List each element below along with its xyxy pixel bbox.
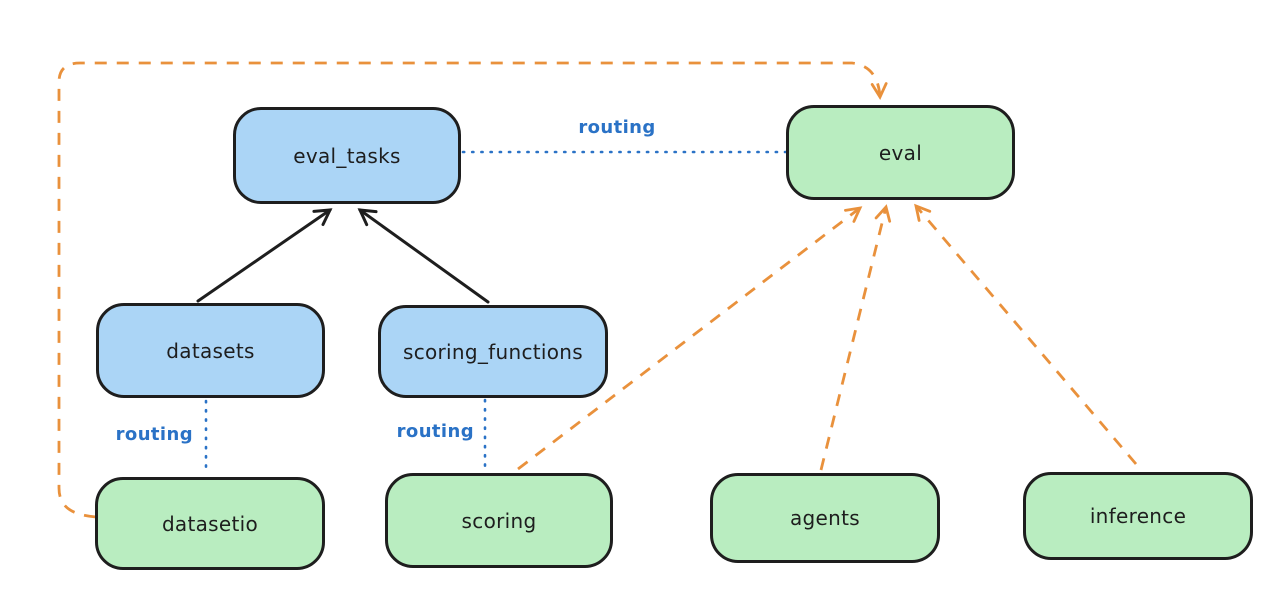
node-agents-label: agents	[790, 506, 860, 530]
edge-inference-eval-arrow	[914, 203, 1138, 465]
node-datasets-label: datasets	[166, 338, 255, 363]
node-scoring-functions: scoring_functions	[378, 305, 608, 398]
node-datasetio-label: datasetio	[161, 511, 259, 536]
node-scoring: scoring	[385, 473, 613, 568]
node-agents: agents	[710, 473, 940, 563]
node-eval-tasks-label: eval_tasks	[293, 143, 401, 168]
node-inference-label: inference	[1089, 504, 1187, 528]
node-eval-label: eval	[878, 140, 923, 165]
edge-datasetio-eval-arrow	[57, 61, 888, 519]
edge-scoringfunctions-evaltasks-arrow	[360, 210, 490, 304]
routing-label-top: routing	[578, 117, 656, 138]
node-eval: eval	[786, 105, 1015, 200]
edge-scoring-eval-arrow	[517, 206, 863, 471]
node-inference: inference	[1023, 472, 1253, 560]
routing-label-scoring: routing	[396, 421, 474, 442]
node-scoring-functions-label: scoring_functions	[402, 339, 584, 364]
node-scoring-label: scoring	[461, 508, 537, 533]
node-datasetio: datasetio	[95, 477, 325, 570]
routing-label-datasets: routing	[115, 424, 193, 445]
node-eval-tasks: eval_tasks	[233, 107, 461, 204]
edge-agents-eval-arrow	[819, 204, 892, 471]
edge-datasets-evaltasks-arrow	[196, 210, 330, 303]
node-datasets: datasets	[96, 303, 325, 398]
